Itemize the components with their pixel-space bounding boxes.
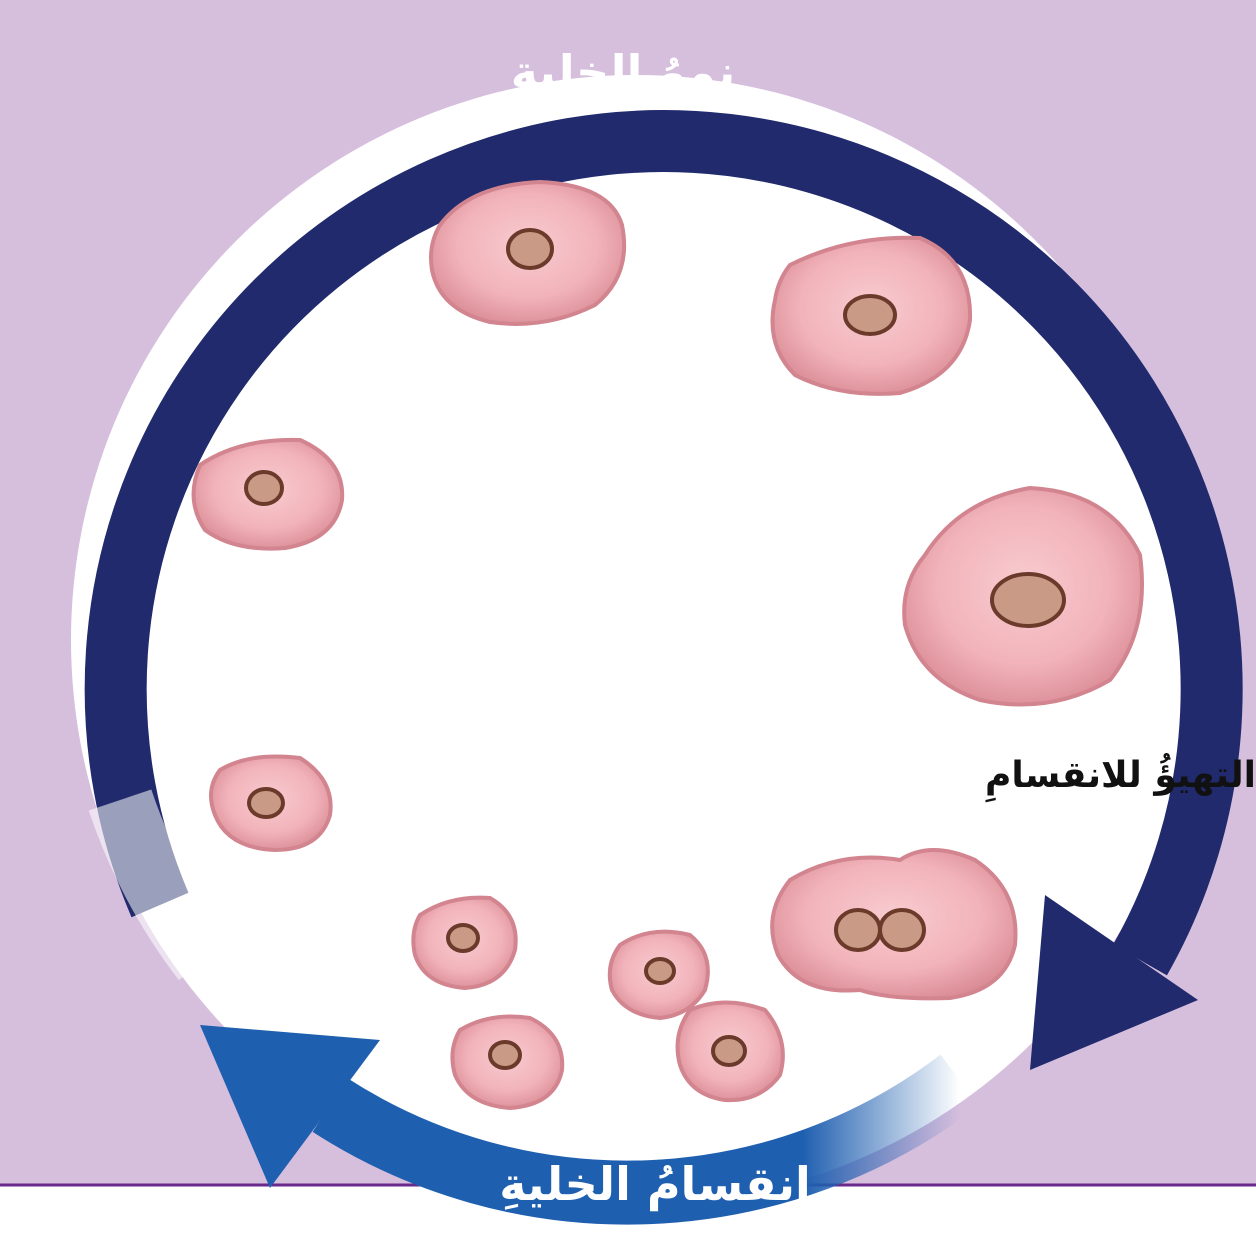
cell-bottom-left (413, 898, 515, 988)
preparation-label: التهيؤُ للانقسامِ (985, 752, 1256, 802)
cell-top (431, 182, 624, 324)
cell-dividing-nucleus (772, 850, 1015, 998)
cell-bottom-center (452, 1017, 562, 1109)
cell-nucleus (508, 230, 552, 268)
cell-nucleus (249, 789, 283, 817)
cell-left-upper (194, 440, 343, 549)
cell-nucleus (246, 472, 282, 504)
cell-nucleus (448, 925, 478, 951)
division-label: انقسامُ الخليةِ (499, 1157, 811, 1211)
cell-left-lower (211, 757, 331, 851)
cell-nucleus (490, 1042, 520, 1068)
cell-nucleus (646, 959, 674, 983)
cell-nucleus (836, 910, 880, 950)
cell-nucleus (992, 574, 1064, 626)
growth-label: نموُ الخليةِ (511, 45, 736, 99)
cell-top-right (773, 238, 971, 394)
cell-nucleus (880, 910, 924, 950)
cell-nucleus (845, 296, 895, 334)
cell-nucleus (713, 1037, 745, 1065)
